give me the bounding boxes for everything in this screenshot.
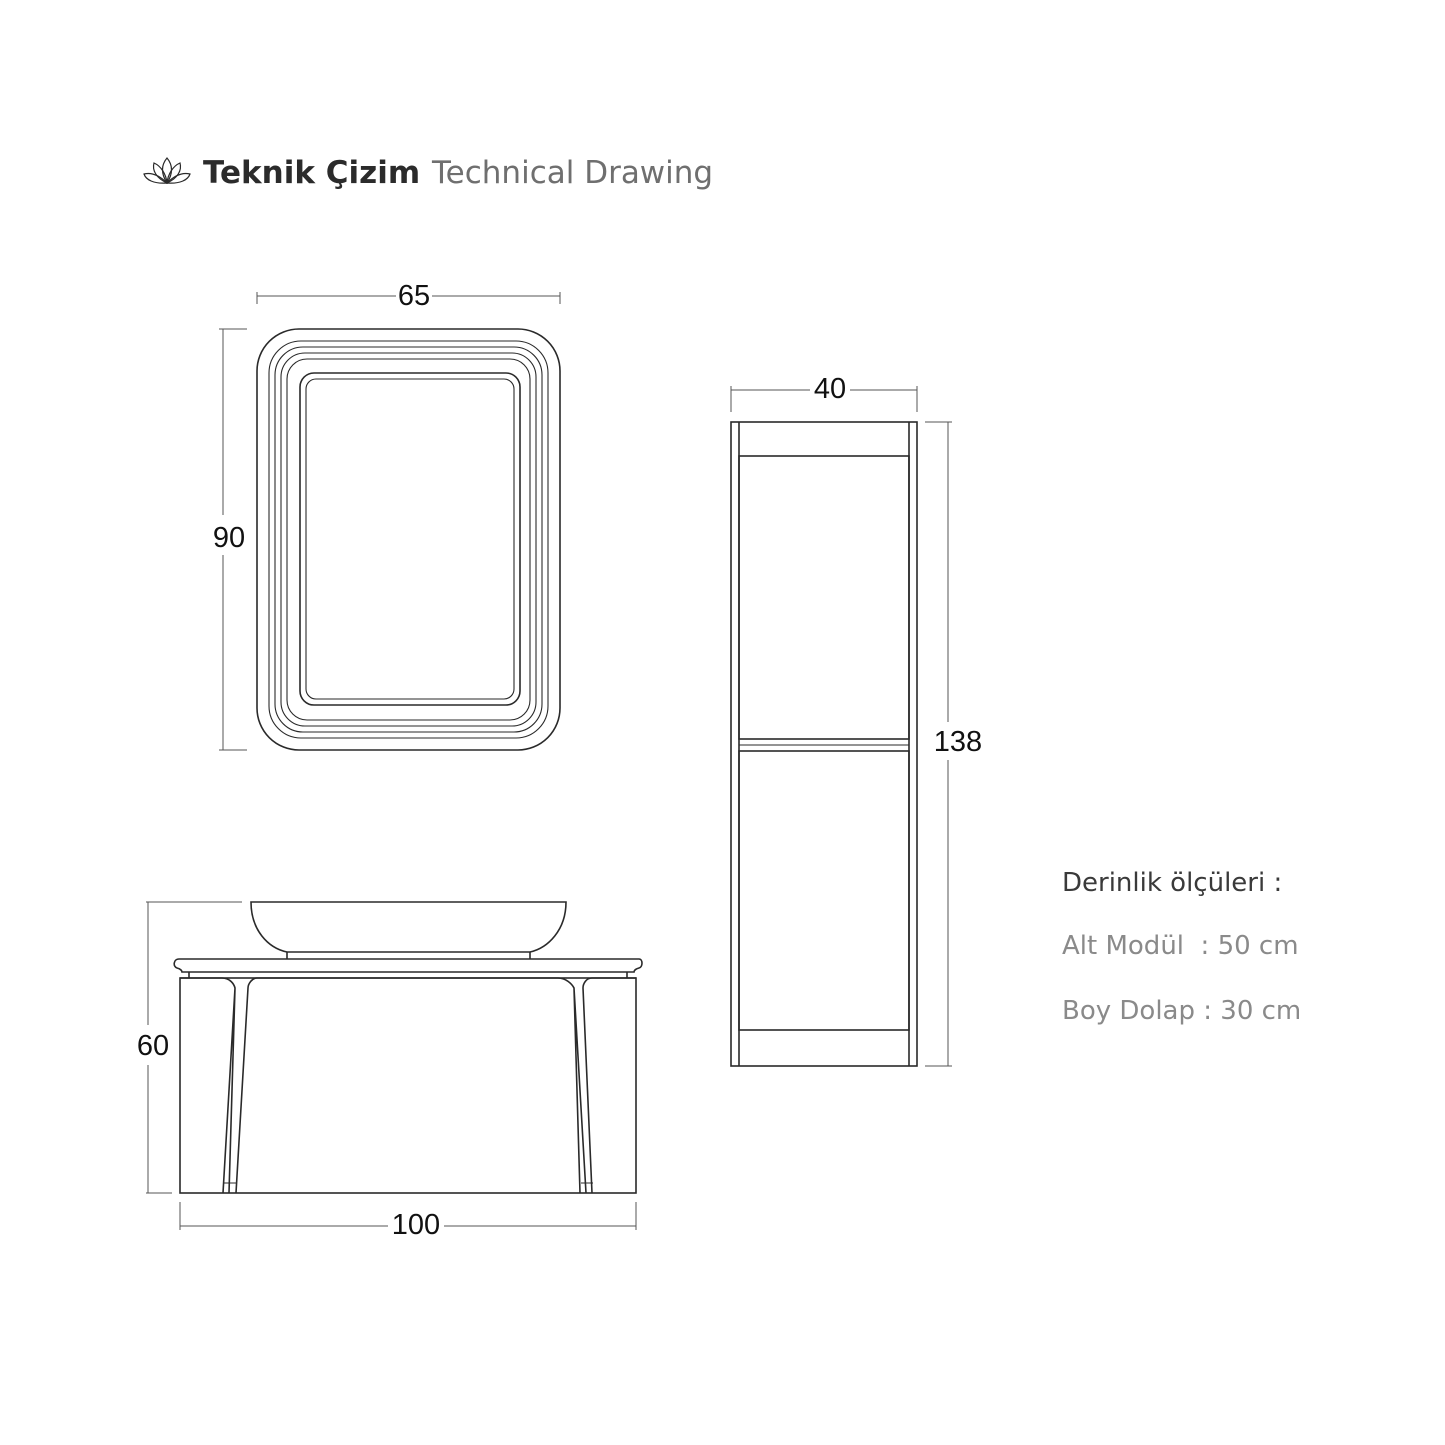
depth-note-boy-dolap: Boy Dolap : 30 cm: [1062, 996, 1301, 1026]
mirror-height-dimension: 90: [213, 328, 247, 751]
svg-text:138: 138: [934, 726, 982, 758]
title-english: Technical Drawing: [431, 155, 713, 191]
title-turkish: Teknik Çizim: [203, 155, 420, 191]
svg-text:90: 90: [213, 522, 245, 554]
tall-cabinet-drawing: [730, 421, 918, 1067]
depth-notes-heading: Derinlik ölçüleri :: [1062, 868, 1282, 898]
tall-cabinet-height-dimension: 138: [925, 421, 982, 1067]
mirror-drawing: [256, 328, 561, 751]
svg-text:60: 60: [137, 1030, 169, 1062]
lotus-icon: [143, 157, 191, 185]
tall-cabinet-width-dimension: 40: [730, 373, 918, 412]
svg-text:100: 100: [392, 1209, 440, 1241]
depth-note-alt-modul: Alt Modül : 50 cm: [1062, 931, 1299, 961]
svg-text:65: 65: [398, 280, 430, 312]
mirror-width-dimension: 65: [256, 280, 561, 312]
svg-text:40: 40: [814, 373, 846, 405]
vanity-width-dimension: 100: [179, 1202, 637, 1241]
depth-notes: Derinlik ölçüleri : Alt Modül : 50 cm Bo…: [1062, 868, 1301, 1026]
vanity-drawing: [173, 901, 643, 1194]
vanity-height-dimension: 60: [137, 901, 242, 1194]
